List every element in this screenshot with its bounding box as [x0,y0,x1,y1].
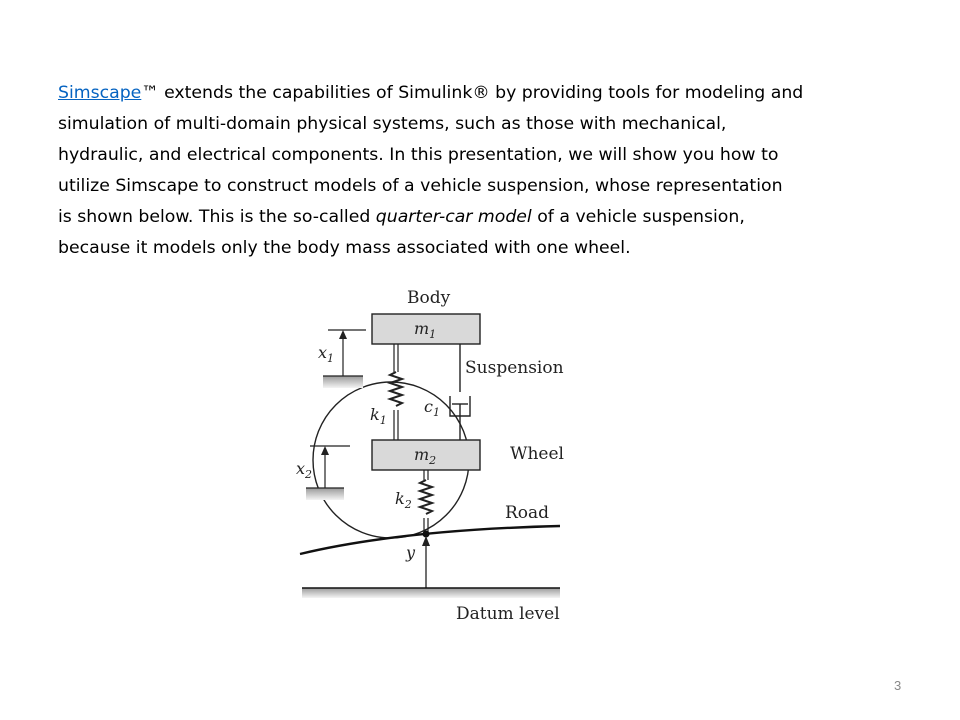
k1-label: k1 [370,405,387,427]
x2-ground [306,488,344,500]
text-line-4: utilize Simscape to construct models of … [58,176,783,196]
damper-c1 [449,344,471,440]
datum-ground [302,588,560,598]
text-line-1: Simscape™ extends the capabilities of Si… [58,83,804,103]
m2-label: m2 [414,445,436,467]
c1-label: c1 [424,397,440,419]
k2-label: k2 [395,489,412,511]
m1-label: m1 [414,319,436,341]
body-label: Body [407,288,451,308]
quarter-car-model-emphasis: quarter-car model [375,207,532,227]
text-line-2: simulation of multi-domain physical syst… [58,114,727,134]
road-label: Road [505,503,549,523]
quarter-car-diagram: Body m1 k1 c1 Suspension [290,282,580,627]
wheel-label: Wheel [510,444,564,464]
y-arrow-head [422,536,430,546]
text-line-5: is shown below. This is the so-called qu… [58,207,745,227]
text-line-3: hydraulic, and electrical components. In… [58,145,779,165]
spring-k1 [386,344,406,440]
spring-k2 [416,470,436,534]
x1-ground [323,376,363,388]
mass-m1 [371,313,481,345]
contact-point [422,530,430,538]
simscape-link[interactable]: Simscape [58,83,142,103]
suspension-label: Suspension [465,358,564,378]
description-paragraph: Simscape™ extends the capabilities of Si… [58,78,918,264]
x1-label: x1 [318,343,334,365]
page-number: 3 [894,678,902,693]
datum-label: Datum level [456,604,560,624]
text-line-6: because it models only the body mass ass… [58,238,631,258]
road-curve [299,524,561,556]
y-label: y [405,543,416,562]
x2-label: x2 [296,459,312,481]
mass-m2 [371,439,481,471]
